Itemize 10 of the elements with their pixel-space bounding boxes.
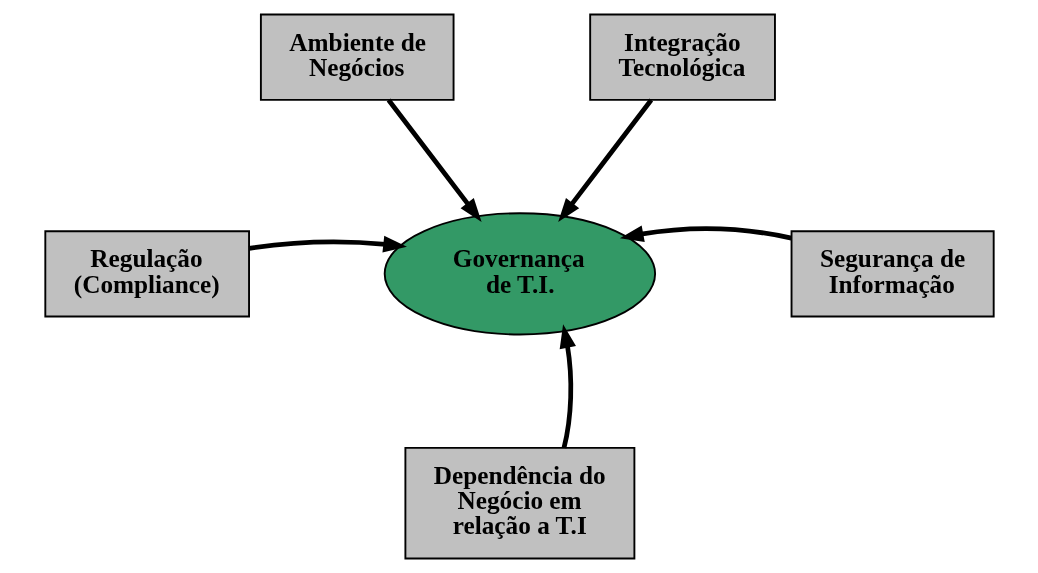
arrow [557,98,653,223]
arrow [619,225,792,242]
node-box: Ambiente de Negócios [259,13,454,101]
arrow [386,98,482,223]
node-box: Segurança de Informação [790,230,995,318]
arrow [559,324,576,449]
arrow [248,235,407,253]
node-box: Dependência do Negócio em relação a T.I [403,446,635,560]
node-box: Regulação (Compliance) [43,230,250,318]
node-box: Integração Tecnológica [588,13,776,101]
